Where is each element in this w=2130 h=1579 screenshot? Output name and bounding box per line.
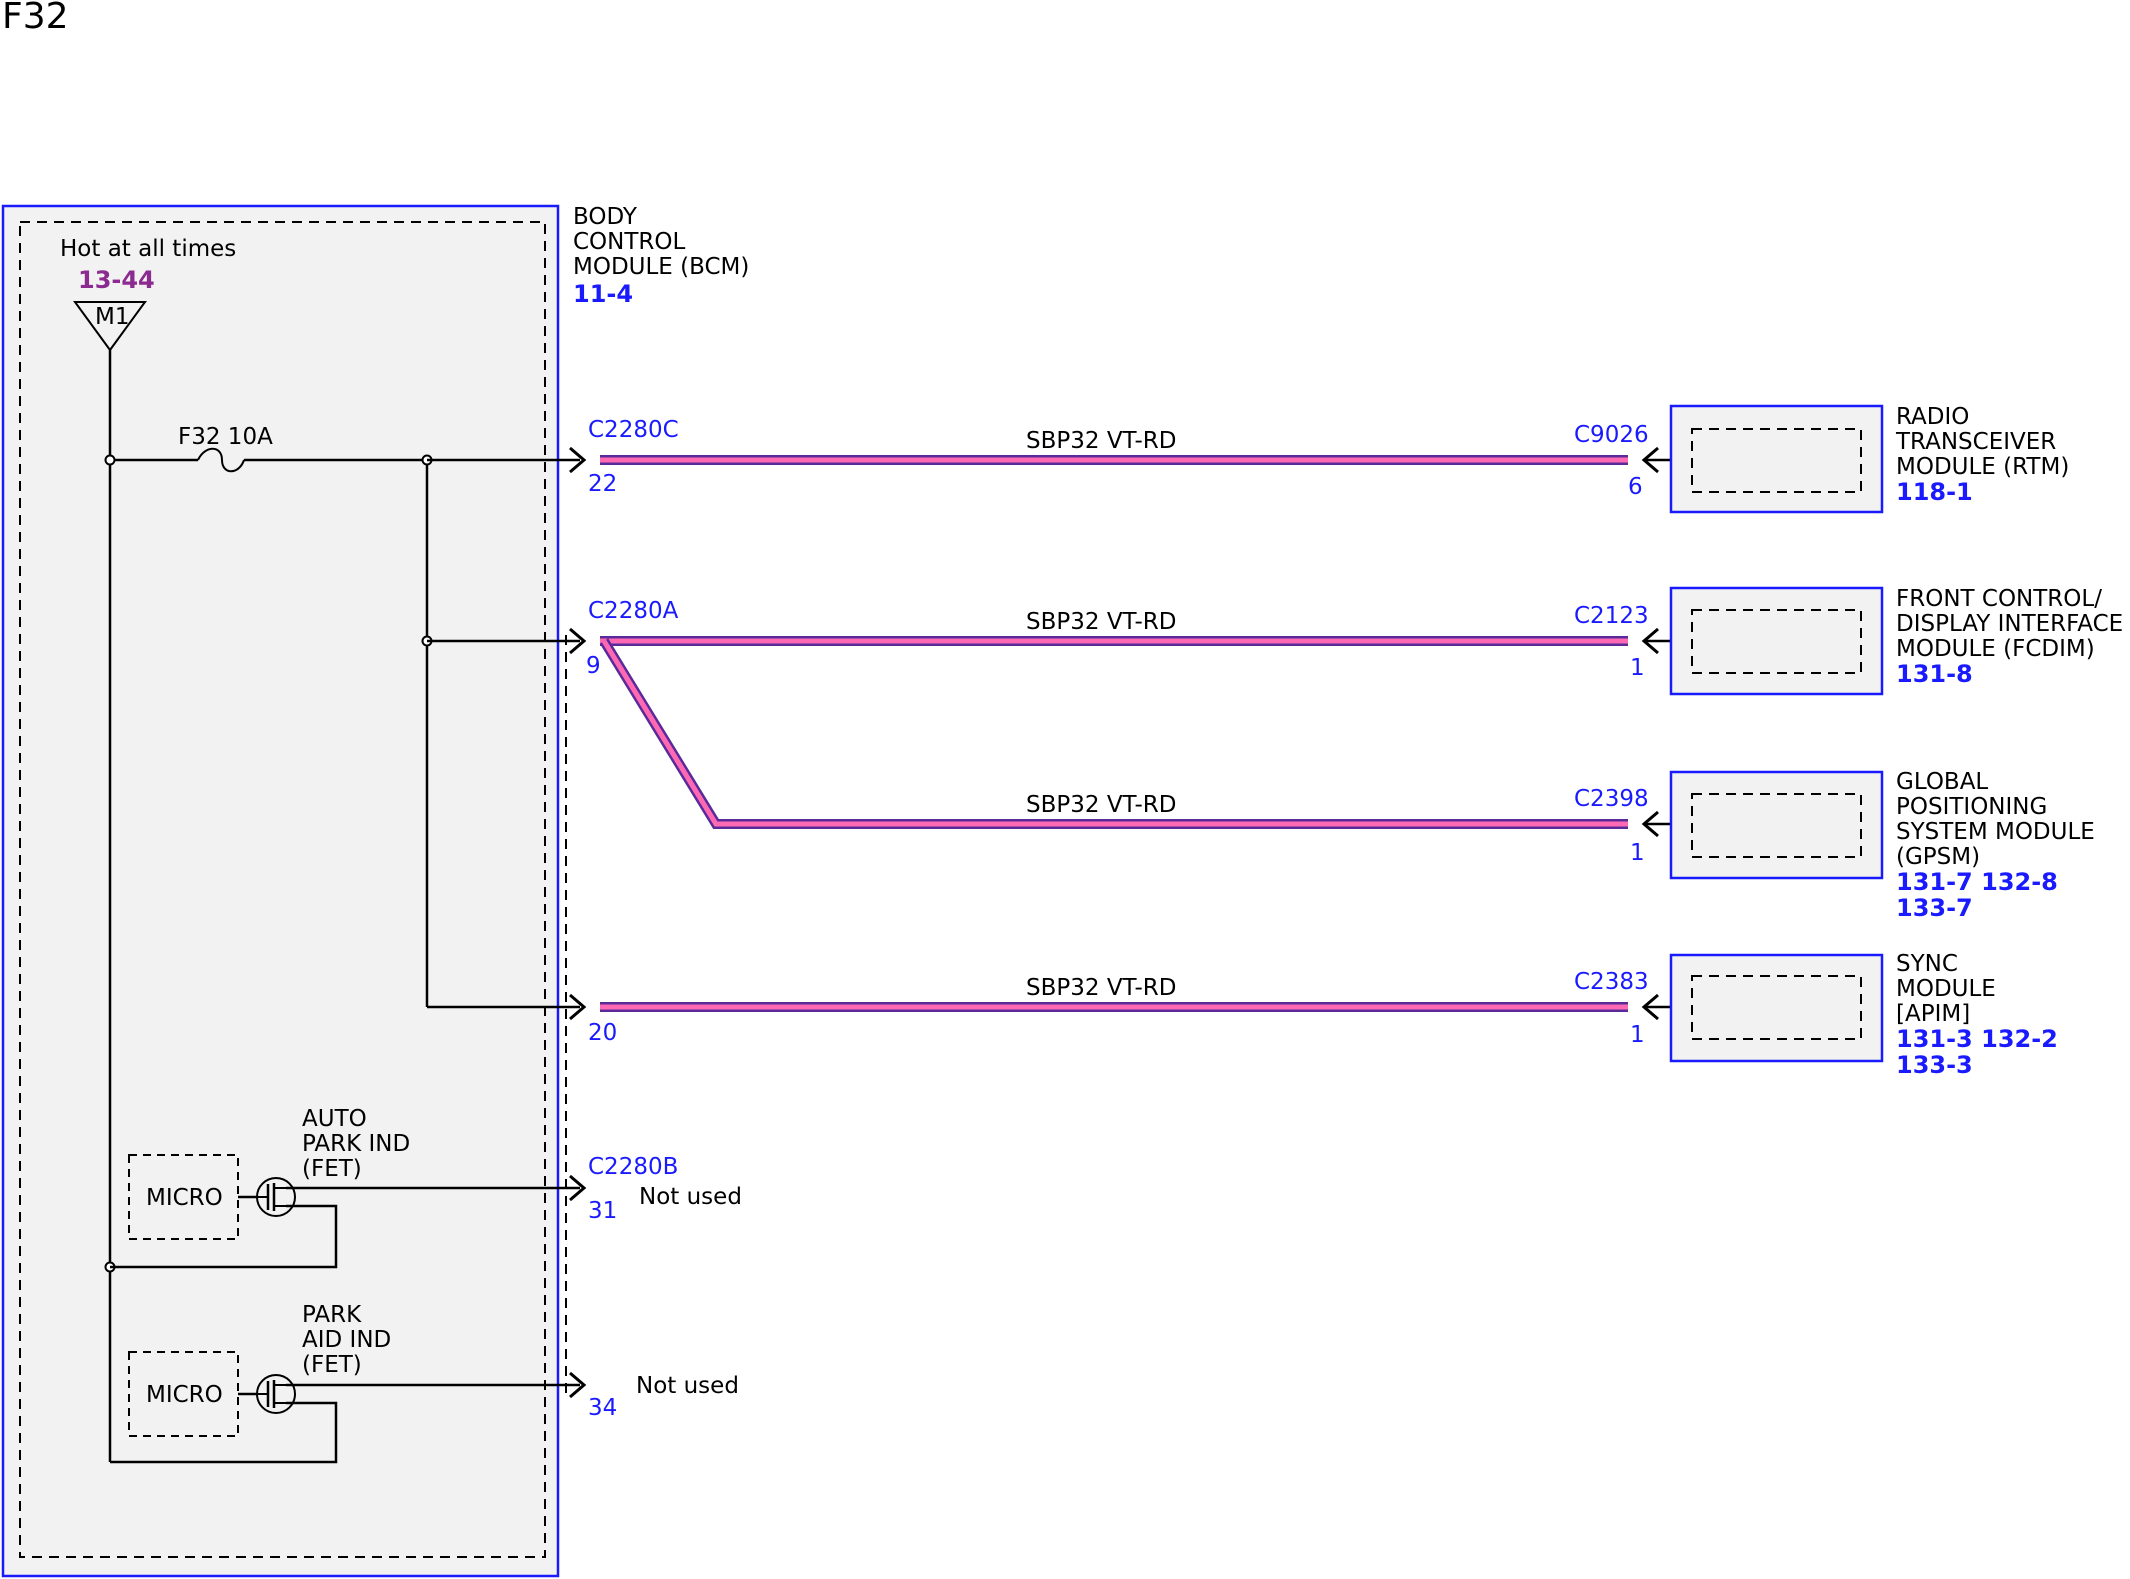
power-source-ref[interactable]: 13-44 [78, 266, 155, 294]
pin-1: 1 [1630, 655, 1645, 681]
connector-c2383[interactable]: C2383 [1574, 969, 1649, 995]
bcm-connector-c2280c[interactable]: C2280C [588, 417, 679, 443]
connector-c9026[interactable]: C9026 [1574, 422, 1649, 448]
power-source: Hot at all times 13-44 M1 [60, 236, 236, 352]
page-title: F32 [2, 0, 69, 37]
sync-name-line-2: MODULE [1896, 976, 1996, 1002]
rtm-box [1669, 404, 1884, 514]
gpsm-box [1669, 770, 1884, 880]
bcm-pin-20: 20 [588, 1020, 617, 1046]
bcm-label: BODY CONTROL MODULE (BCM) 11-4 [573, 204, 749, 308]
output-auto-park-ind: AUTO PARK IND (FET) MICRO Not used [110, 1106, 742, 1269]
micro-label: MICRO [146, 1185, 223, 1211]
sync-ref-1[interactable]: 131-3 132-2 [1896, 1025, 2058, 1053]
park-aid-ind-status: Not used [636, 1373, 739, 1399]
rtm-name-line-2: TRANSCEIVER [1895, 429, 2056, 455]
bcm-pin-31: 31 [588, 1198, 617, 1224]
gpsm-inner-dashed [1691, 793, 1862, 858]
fcdim-name-line-2: DISPLAY INTERFACE [1896, 611, 2123, 637]
wire-gpsm-inner [601, 639, 1628, 827]
bcm-name-line-3: MODULE (BCM) [573, 254, 749, 280]
sync-ref-2[interactable]: 133-3 [1896, 1051, 1973, 1079]
sync-name-line-3: [APIM] [1896, 1001, 1970, 1027]
rtm-name-line-3: MODULE (RTM) [1896, 454, 2069, 480]
fet-transistor-icon [256, 1374, 296, 1414]
fet-source-return [110, 1204, 338, 1269]
bcm-pin-22: 22 [588, 471, 617, 497]
park-aid-ind-line-1: PARK [302, 1302, 362, 1328]
wire-label-fcdim: SBP32 VT-RD [1026, 609, 1177, 635]
auto-park-ind-line-1: AUTO [302, 1106, 367, 1132]
pin-31-arrow-icon [569, 1174, 587, 1202]
bcm-ref[interactable]: 11-4 [573, 280, 633, 308]
gpsm-name-line-1: GLOBAL [1896, 769, 1988, 795]
bcm-connector-c2280a[interactable]: C2280A [588, 598, 679, 624]
park-aid-ind-line-3: (FET) [302, 1352, 362, 1378]
module-sync: C2383 1 SYNC MODULE [APIM] 131-3 132-2 1… [1574, 951, 2058, 1079]
micro-box [128, 1351, 239, 1437]
pin-20-arrow-icon [569, 993, 587, 1021]
wire-labels: SBP32 VT-RD SBP32 VT-RD SBP32 VT-RD SBP3… [1026, 428, 1177, 1001]
pin-6: 6 [1628, 474, 1643, 500]
harness-wires [599, 455, 1628, 1012]
module-fcdim: C2123 1 FRONT CONTROL/ DISPLAY INTERFACE… [1574, 586, 2123, 696]
bcm-connector-c2280b[interactable]: C2280B [588, 1154, 678, 1180]
gpsm-name-line-3: SYSTEM MODULE [1896, 819, 2095, 845]
micro-box [128, 1154, 239, 1240]
connector-c2123[interactable]: C2123 [1574, 603, 1649, 629]
bcm-name-line-1: BODY [573, 204, 638, 230]
fcdim-name-line-3: MODULE (FCDIM) [1896, 636, 2095, 662]
wire-label-rtm: SBP32 VT-RD [1026, 428, 1177, 454]
output-park-aid-ind: PARK AID IND (FET) MICRO Not used [110, 1302, 739, 1464]
bcm-module [1, 204, 560, 1578]
power-source-symbol-label: M1 [95, 304, 129, 330]
fuse-label: F32 10A [178, 424, 273, 450]
micro-label: MICRO [146, 1382, 223, 1408]
power-source-label: Hot at all times [60, 236, 236, 262]
fet-source-return [110, 1401, 338, 1464]
wire-label-sync: SBP32 VT-RD [1026, 975, 1177, 1001]
bcm-outline [1, 204, 560, 1578]
bcm-pin-9: 9 [586, 653, 601, 679]
sync-box [1669, 953, 1884, 1063]
auto-park-ind-line-2: PARK IND [302, 1131, 410, 1157]
wire-label-gpsm: SBP32 VT-RD [1026, 792, 1177, 818]
gpsm-name-line-2: POSITIONING [1896, 794, 2047, 820]
fuse-f32: F32 10A [110, 424, 427, 473]
module-gpsm: C2398 1 GLOBAL POSITIONING SYSTEM MODULE… [1574, 769, 2095, 922]
power-source-triangle-icon [73, 301, 147, 352]
pin-1: 1 [1630, 1022, 1645, 1048]
bcm-pin-arrows [569, 446, 587, 1399]
sync-inner-dashed [1691, 975, 1862, 1040]
gpsm-name-line-4: (GPSM) [1896, 844, 1980, 870]
fcdim-inner-dashed [1691, 609, 1862, 674]
park-aid-ind-line-2: AID IND [302, 1327, 391, 1353]
splice-dot [104, 454, 116, 466]
pin-34-arrow-icon [569, 1371, 587, 1399]
bcm-connectors: C2280C 22 C2280A 9 20 C2280B 31 34 [586, 417, 679, 1421]
fet-transistor-icon [256, 1177, 296, 1217]
rtm-inner-dashed [1691, 428, 1862, 493]
connector-c2398[interactable]: C2398 [1574, 786, 1649, 812]
pin-9-arrow-icon [569, 627, 587, 655]
gpsm-ref-2[interactable]: 133-7 [1896, 894, 1973, 922]
module-rtm: C9026 6 RADIO TRANSCEIVER MODULE (RTM) 1… [1574, 404, 2069, 514]
fcdim-ref-1[interactable]: 131-8 [1896, 660, 1973, 688]
auto-park-ind-status: Not used [639, 1184, 742, 1210]
gpsm-ref-1[interactable]: 131-7 132-8 [1896, 868, 2058, 896]
rtm-ref-1[interactable]: 118-1 [1896, 478, 1973, 506]
pin-1: 1 [1630, 840, 1645, 866]
pin-22-arrow-icon [569, 446, 587, 474]
bcm-name-line-2: CONTROL [573, 229, 686, 255]
bcm-pin-34: 34 [588, 1395, 617, 1421]
rtm-name-line-1: RADIO [1896, 404, 1969, 430]
auto-park-ind-line-3: (FET) [302, 1156, 362, 1182]
fuse-icon [197, 447, 245, 473]
fcdim-box [1669, 586, 1884, 696]
fcdim-name-line-1: FRONT CONTROL/ [1896, 586, 2102, 612]
bcm-inner-dashed [19, 221, 546, 1558]
sync-name-line-1: SYNC [1896, 951, 1958, 977]
